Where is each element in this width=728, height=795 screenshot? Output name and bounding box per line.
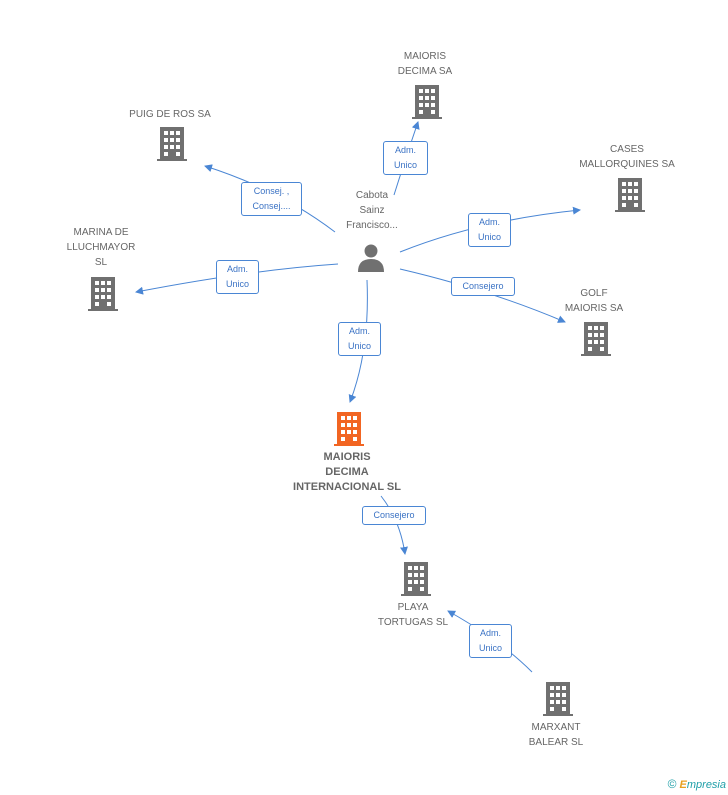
building-icon[interactable] <box>157 127 187 161</box>
main-company-building-icon[interactable] <box>334 412 364 446</box>
building-icon[interactable] <box>412 85 442 119</box>
building-icon[interactable] <box>615 178 645 212</box>
edge-label-adm-unico[interactable]: Adm. Unico <box>469 624 512 658</box>
empresia-watermark: © Empresia <box>668 777 726 791</box>
company-label-maioris-decima-sa[interactable]: MAIORIS DECIMA SA <box>397 51 453 77</box>
edge-label-adm-unico[interactable]: Adm. Unico <box>383 141 428 175</box>
company-label-marxant-balear[interactable]: MARXANT BALEAR SL <box>528 722 584 748</box>
edge-label-adm-unico[interactable]: Adm. Unico <box>216 260 259 294</box>
edge-label-consejero[interactable]: Consejero <box>451 277 515 296</box>
company-label-golf[interactable]: GOLF MAIORIS SA <box>564 288 624 314</box>
company-label-playa-tortugas[interactable]: PLAYA TORTUGAS SL <box>377 602 449 628</box>
edge-label-adm-unico[interactable]: Adm. Unico <box>338 322 381 356</box>
edge-label-consej[interactable]: Consej. , Consej.... <box>241 182 302 216</box>
company-label-cases-mallorquines[interactable]: CASES MALLORQUINES SA <box>579 144 675 170</box>
edge-main-playa <box>380 495 408 555</box>
building-icon[interactable] <box>88 277 118 311</box>
person-name[interactable]: Cabota Sainz Francisco... <box>346 190 398 231</box>
building-icon[interactable] <box>401 562 431 596</box>
building-icon[interactable] <box>543 682 573 716</box>
building-icon[interactable] <box>581 322 611 356</box>
copyright-symbol: © <box>667 777 677 791</box>
brand-name: mpresia <box>686 779 726 791</box>
main-company-name[interactable]: MAIORIS DECIMA INTERNACIONAL SL <box>293 451 401 493</box>
edge-label-consejero[interactable]: Consejero <box>362 506 426 525</box>
person-icon[interactable] <box>356 242 386 272</box>
company-label-puig-de-ros[interactable]: PUIG DE ROS SA <box>129 109 211 120</box>
company-label-marina[interactable]: MARINA DE LLUCHMAYOR SL <box>66 227 136 268</box>
edge-label-adm-unico[interactable]: Adm. Unico <box>468 213 511 247</box>
brand-initial: E <box>679 779 687 791</box>
